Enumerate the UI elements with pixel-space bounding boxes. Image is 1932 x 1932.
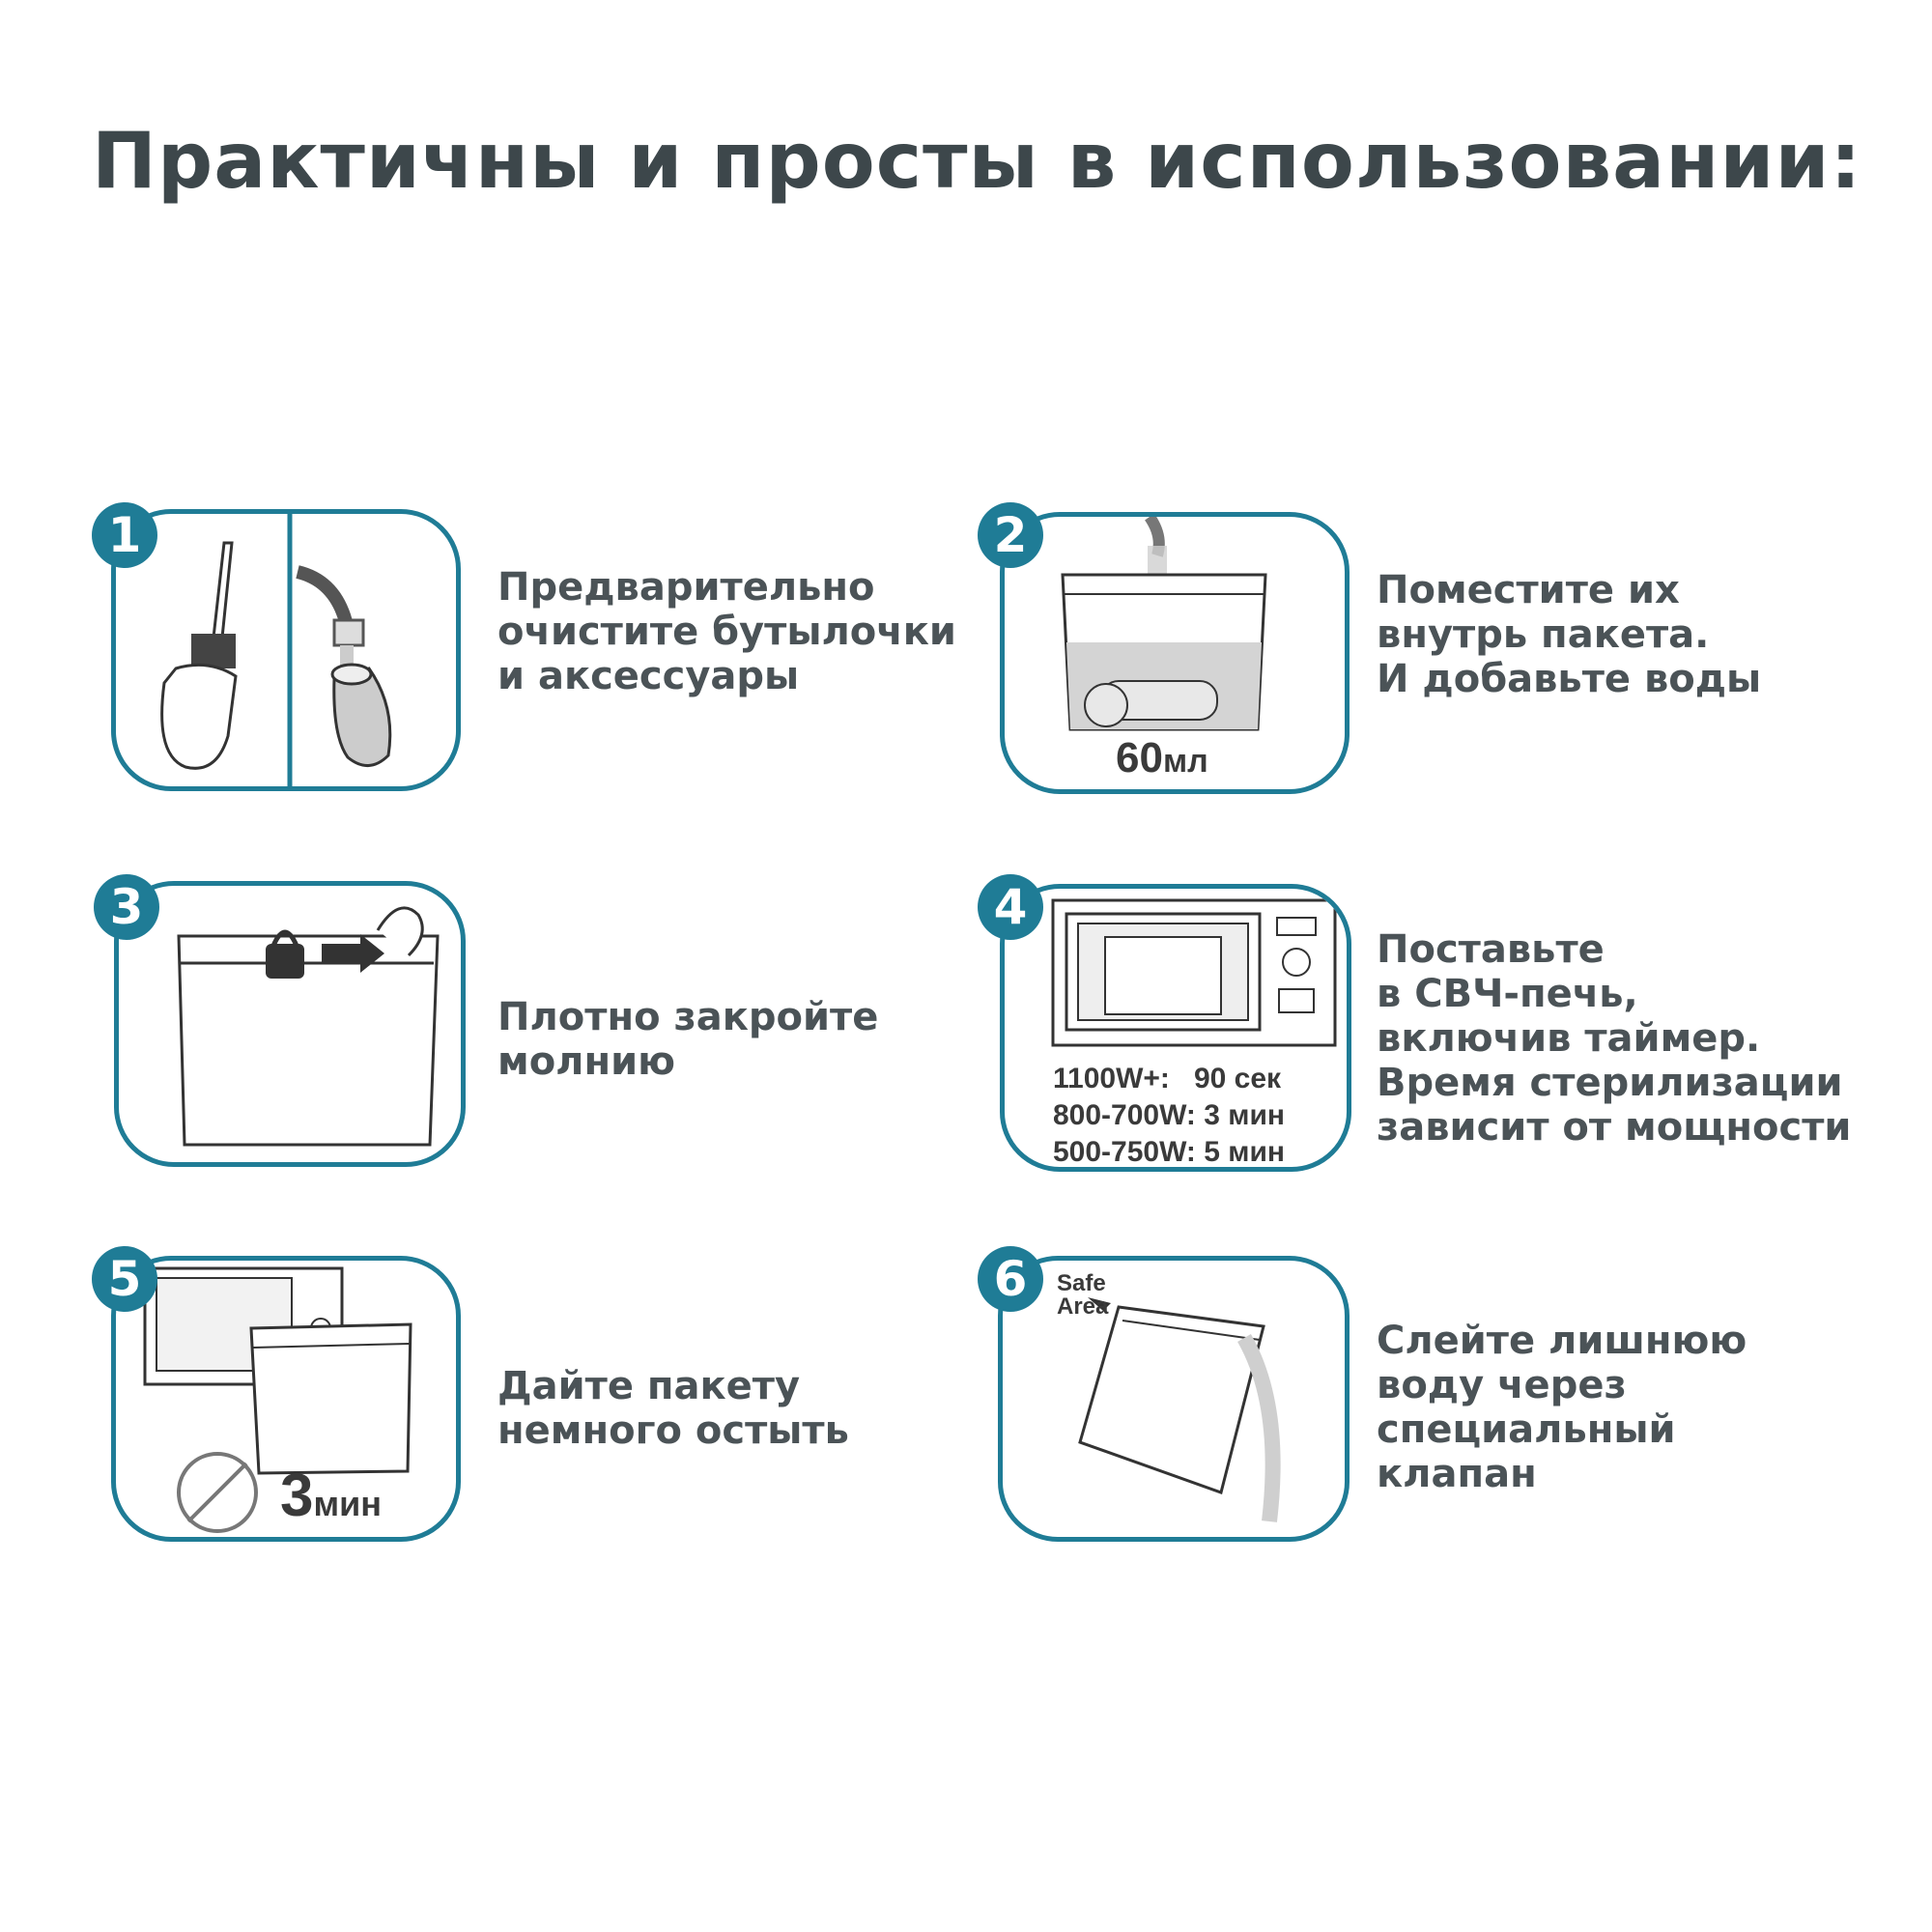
power-row-2-power: 800-700W: bbox=[1053, 1099, 1196, 1131]
step-4-line-4: Время стерилизации bbox=[1377, 1061, 1843, 1105]
power-row-3-unit: мин bbox=[1228, 1136, 1286, 1168]
water-volume: 60мл bbox=[1116, 734, 1208, 782]
safe-area-line-1: Safe bbox=[1057, 1270, 1106, 1296]
safe-area-label: Safe Area bbox=[1057, 1272, 1108, 1319]
step-5-line-2: немного остыть bbox=[497, 1408, 849, 1453]
power-row-2-unit: мин bbox=[1228, 1099, 1286, 1131]
step-1-card bbox=[111, 509, 461, 791]
step-6-description: Слейте лишнюю воду через специальный кла… bbox=[1377, 1319, 1747, 1496]
step-5-description: Дайте пакету немного остыть bbox=[497, 1364, 849, 1453]
power-row-1-time: 90 bbox=[1193, 1063, 1227, 1094]
step-2-line-2: внутрь пакета. bbox=[1377, 612, 1710, 657]
power-row-2: 800-700W: 3 мин bbox=[1053, 1097, 1285, 1134]
bag-with-water-illustration bbox=[1061, 517, 1267, 731]
step-6-line-4: клапан bbox=[1377, 1452, 1537, 1496]
power-row-1-power: 1100W+: bbox=[1053, 1063, 1170, 1094]
power-row-3-time: 5 bbox=[1204, 1136, 1220, 1168]
page-title: Практичны и просты в использовании: bbox=[92, 116, 1862, 206]
drain-water-illustration bbox=[1078, 1297, 1281, 1522]
step-5-card: 3мин bbox=[111, 1256, 461, 1542]
step-3-line-2: молнию bbox=[497, 1039, 676, 1084]
step-5-badge: 5 bbox=[92, 1246, 157, 1312]
cooling-bag-illustration bbox=[143, 1266, 412, 1533]
step-6-card: Safe Area bbox=[998, 1256, 1350, 1542]
step-1-description: Предварительно очистите бутылочки и аксе… bbox=[497, 565, 956, 698]
wait-time: 3мин bbox=[280, 1462, 382, 1530]
step-4-line-3: включив таймер. bbox=[1377, 1016, 1761, 1061]
step-1-badge: 1 bbox=[92, 502, 157, 568]
step-6-badge: 6 bbox=[978, 1246, 1043, 1312]
step-6-line-1: Слейте лишнюю bbox=[1377, 1319, 1747, 1363]
step-3-description: Плотно закройте молнию bbox=[497, 995, 878, 1084]
power-table: 1100W+: 90 сек 800-700W: 3 мин 500-750W:… bbox=[1053, 1061, 1286, 1168]
step-5-line-1: Дайте пакету bbox=[497, 1364, 801, 1408]
step-4-line-2: в СВЧ-печь, bbox=[1377, 972, 1638, 1016]
safe-area-line-2: Area bbox=[1057, 1293, 1109, 1320]
step-4-description: Поставьте в СВЧ-печь, включив таймер. Вр… bbox=[1377, 927, 1851, 1150]
power-row-3-power: 500-750W: bbox=[1053, 1136, 1196, 1168]
step-2-line-1: Поместите их bbox=[1377, 568, 1680, 612]
step-1-line-2: очистите бутылочки bbox=[497, 610, 956, 654]
step-4-line-5: зависит от мощности bbox=[1377, 1105, 1852, 1150]
wait-time-unit: мин bbox=[313, 1484, 382, 1523]
microwave-illustration bbox=[1051, 898, 1337, 1047]
step-4-badge: 4 bbox=[978, 874, 1043, 940]
zip-closing-illustration bbox=[177, 906, 440, 1147]
power-row-2-time: 3 bbox=[1204, 1099, 1220, 1131]
power-row-3: 500-750W: 5 мин bbox=[1053, 1134, 1286, 1168]
water-volume-unit: мл bbox=[1162, 743, 1208, 780]
step-2-badge: 2 bbox=[978, 502, 1043, 568]
step-4-card: 1100W+: 90 сек 800-700W: 3 мин 500-750W:… bbox=[1000, 884, 1351, 1172]
step-4-line-1: Поставьте bbox=[1377, 927, 1605, 972]
power-row-1: 1100W+: 90 сек bbox=[1053, 1061, 1285, 1097]
step-3-badge: 3 bbox=[94, 874, 159, 940]
step-1-line-1: Предварительно bbox=[497, 565, 875, 610]
step-6-line-2: воду через bbox=[1377, 1363, 1627, 1407]
clean-bottle-illustration bbox=[160, 514, 392, 786]
step-2-description: Поместите их внутрь пакета. И добавьте в… bbox=[1377, 568, 1761, 701]
step-2-card: 60мл bbox=[1000, 512, 1350, 794]
power-row-1-unit: сек bbox=[1234, 1063, 1282, 1094]
wait-time-value: 3 bbox=[280, 1463, 314, 1529]
step-1-line-3: и аксессуары bbox=[497, 654, 800, 698]
step-2-line-3: И добавьте воды bbox=[1377, 657, 1762, 701]
water-volume-value: 60 bbox=[1116, 734, 1163, 781]
step-3-line-1: Плотно закройте bbox=[497, 995, 879, 1039]
step-6-line-3: специальный bbox=[1377, 1407, 1676, 1452]
step-3-card bbox=[114, 881, 466, 1167]
